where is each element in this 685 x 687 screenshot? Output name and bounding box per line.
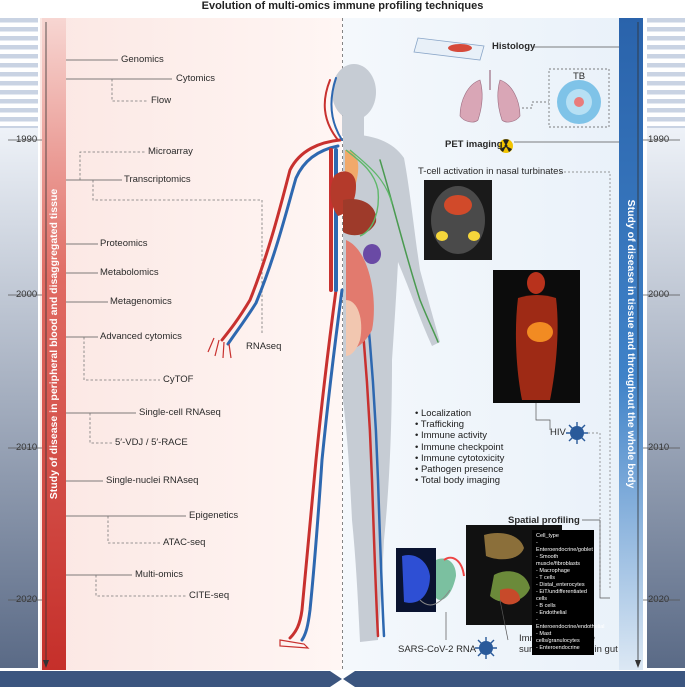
label-multi-omics: Multi-omics [135,569,184,580]
year-1990-left: 1990 [16,134,38,145]
year-1990-right: 1990 [648,134,670,145]
label-single-nuclei-rnaseq: Single-nuclei RNAseq [106,475,199,486]
left-panel-background [40,18,342,670]
capability-item: • Immune cytotoxicity [415,452,505,464]
legend-title: Cell_type [536,533,559,539]
label-tcell-activation: T-cell activation in nasal turbinates [418,166,564,177]
capability-item: • Localization [415,408,472,419]
right-timeline-bar [619,18,643,670]
label-histology: Histology [492,41,536,52]
sars-virus-icon [475,637,497,659]
capability-item: • Immune activity [415,430,487,442]
hiv-virus-icon [566,422,588,444]
capability-item: • Trafficking [415,419,465,431]
label-metabolomics: Metabolomics [100,267,159,278]
legend-item: - Enteroendocrine/goblet [536,540,593,553]
label-single-cell-rnaseq: Single-cell RNAseq [139,407,221,418]
legend-item: - Enteroendocrine [536,645,580,651]
label-advanced-cytomics: Advanced cytomics [100,331,182,342]
year-2000-right: 2000 [648,289,670,300]
label-proteomics: Proteomics [100,238,148,249]
label-atac-seq: ATAC-seq [163,537,206,548]
label-cytomics: Cytomics [176,73,216,84]
legend-item: - T cells [536,575,556,581]
label-microarray: Microarray [148,146,193,157]
label-metagenomics: Metagenomics [110,296,172,307]
capabilities-list: • Localization • Trafficking • Immune ac… [415,408,504,486]
legend-item: - Enteroendocrine/endothelial [536,617,605,630]
legend-item: - EiT/undifferentiated cells [536,589,587,602]
year-2010-right: 2010 [648,442,670,453]
radiation-icon [499,139,513,153]
label-spatial-profiling: Spatial profiling [508,515,580,526]
label-flow: Flow [151,95,172,106]
label-vdj-race: 5′-VDJ / 5′-RACE [115,437,188,448]
legend-item: - Mast cells/granulocytes [536,631,580,644]
histology-slide [413,37,485,61]
capability-item: • Total body imaging [415,475,501,487]
year-2020-right: 2020 [648,594,670,605]
capability-item: • Immune checkpoint [415,441,504,453]
label-hiv: HIV [550,427,566,438]
label-rnaseq: RNAseq [246,341,282,352]
capability-item: • Pathogen presence [415,464,504,476]
label-tb: TB [573,71,586,82]
label-transcriptomics: Transcriptomics [124,174,191,185]
year-2000-left: 2000 [16,289,38,300]
label-pet-imaging: PET imaging [445,139,503,150]
legend-item: - Smooth muscle/fibroblasts [536,554,581,567]
cell-type-legend: Cell_type - Enteroendocrine/goblet - Smo… [532,530,605,655]
year-2020-left: 2020 [16,594,38,605]
label-cytof: CyTOF [163,374,194,385]
year-2010-left: 2010 [16,442,38,453]
label-epigenetics: Epigenetics [189,510,239,521]
label-sars-cov-2-rna: SARS-CoV-2 RNA [398,644,477,655]
legend-item: - Endothelial [536,610,567,616]
page-title: Evolution of multi-omics immune profilin… [201,0,484,12]
legend-item: - Macrophage [536,568,570,574]
legend-item: - B cells [536,603,556,609]
label-genomics: Genomics [121,54,164,65]
legend-item: - Distal_enterocytes [536,582,585,588]
label-cite-seq: CITE-seq [189,590,230,601]
lungs [459,70,521,123]
